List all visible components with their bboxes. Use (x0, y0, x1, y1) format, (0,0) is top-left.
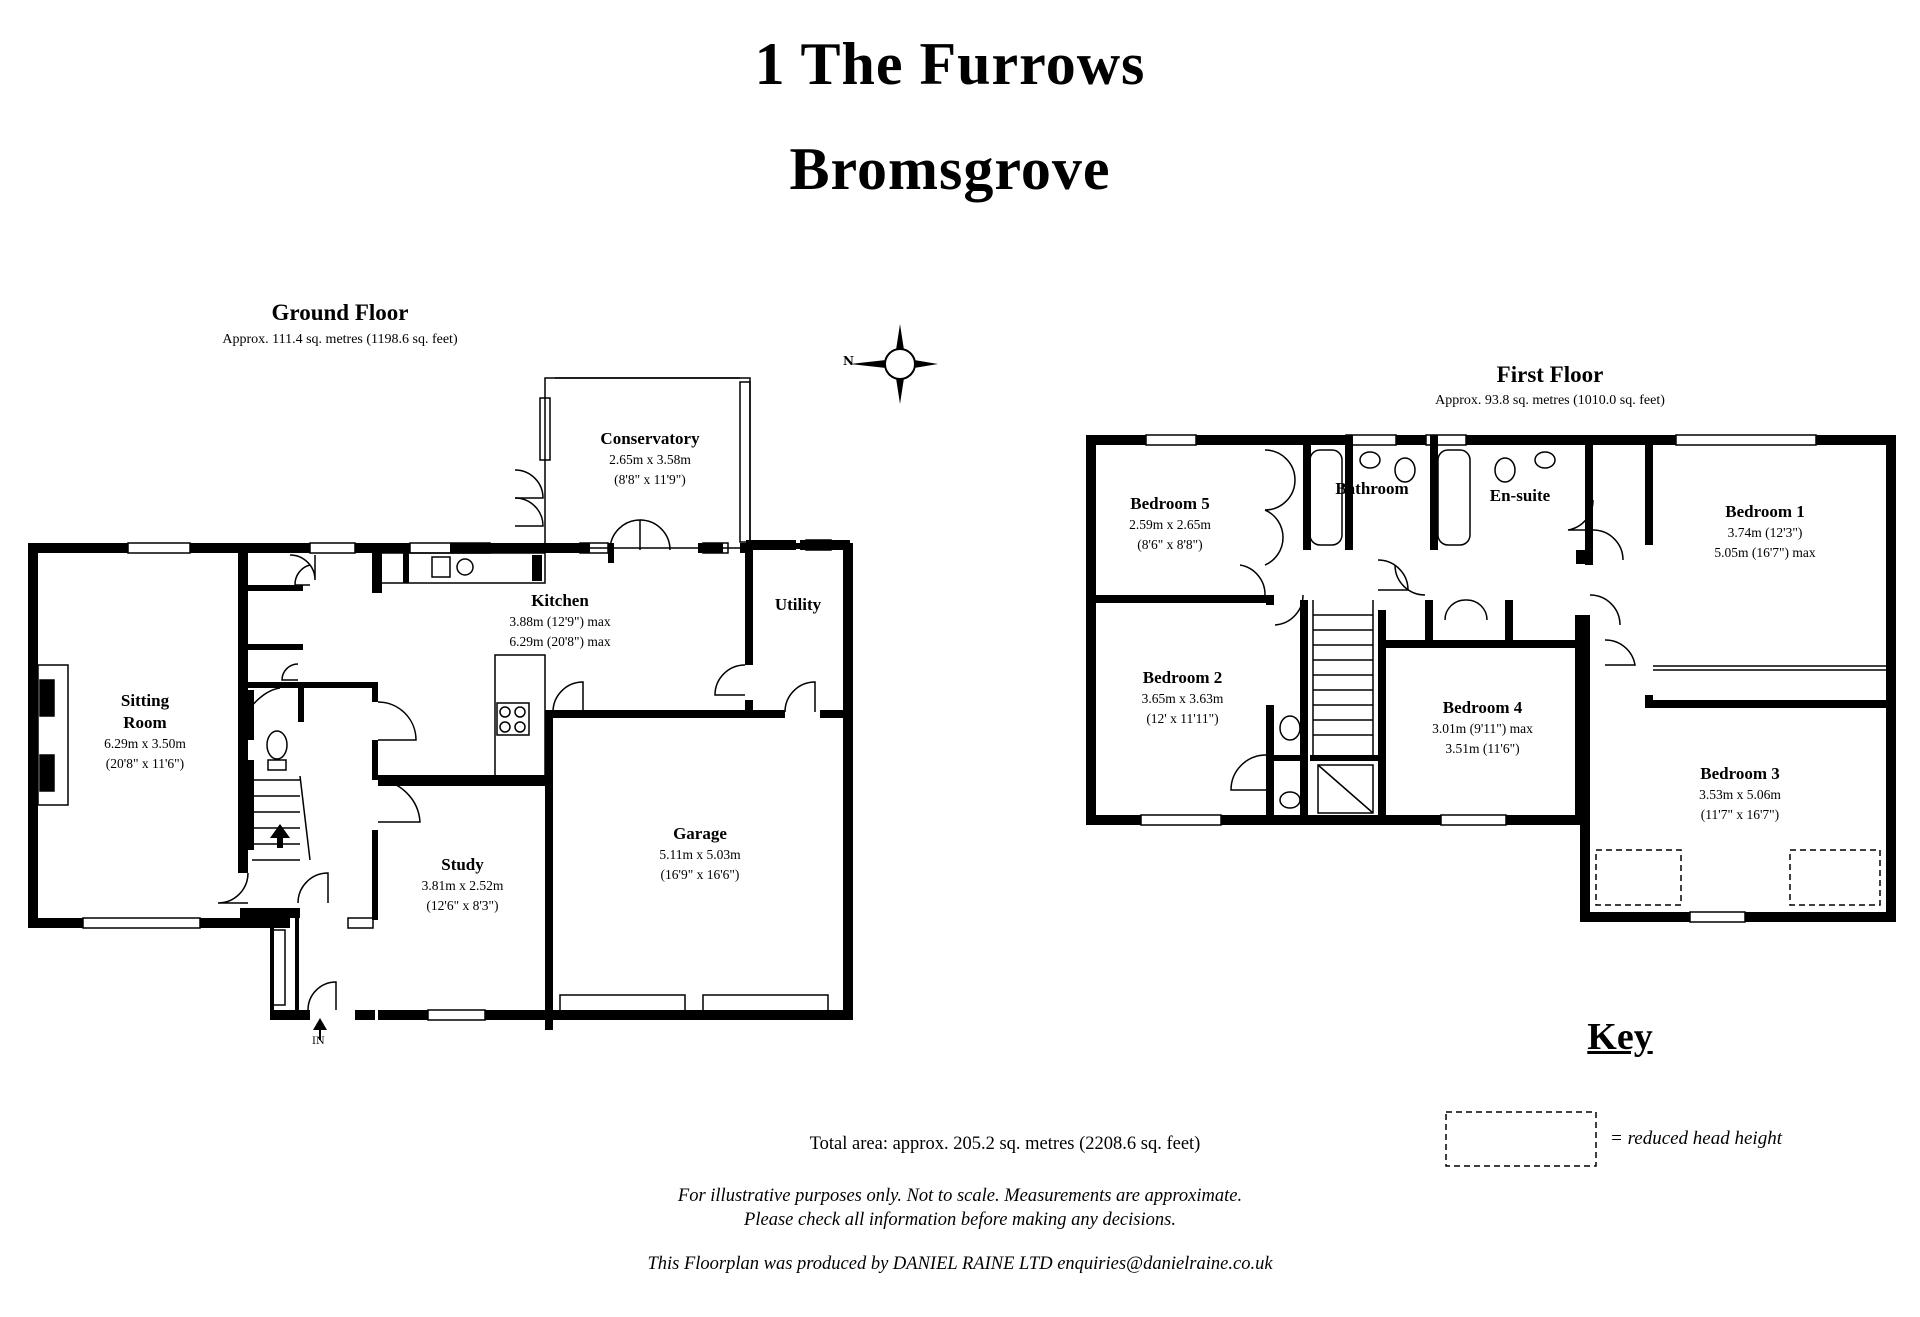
room-dimensions: (12'6" x 8'3") (426, 897, 499, 913)
compass-label: N (843, 354, 854, 368)
room-name: En-suite (1489, 486, 1551, 505)
room-sitting-room: Sitting Room 6.29m x 3.50m (20'8" x 11'6… (70, 690, 220, 773)
entrance-label: IN (312, 1036, 325, 1047)
entrance-arrow-icon (313, 1018, 327, 1040)
room-dimensions: 5.05m (16'7") max (1714, 544, 1816, 560)
ground-floor-plan (28, 540, 853, 1030)
first-floor-area: Approx. 93.8 sq. metres (1010.0 sq. feet… (1435, 393, 1665, 408)
ground-floor-area: Approx. 111.4 sq. metres (1198.6 sq. fee… (222, 332, 458, 347)
room-dimensions: 5.11m x 5.03m (659, 847, 741, 863)
room-name: Bathroom (1335, 479, 1409, 498)
room-name: Utility (774, 595, 822, 614)
room-bathroom: Bathroom (1322, 478, 1422, 500)
room-dimensions: 2.65m x 3.58m (609, 452, 691, 468)
room-dimensions: 3.53m x 5.06m (1699, 787, 1781, 803)
room-garage: Garage 5.11m x 5.03m (16'9" x 16'6") (615, 823, 785, 884)
room-dimensions: 3.51m (11'6") (1445, 740, 1520, 756)
room-dimensions: (12' x 11'11") (1146, 710, 1219, 726)
compass-icon (850, 324, 938, 404)
room-dimensions: 3.74m (12'3") (1727, 525, 1803, 541)
room-dimensions: 3.88m (12'9") max (509, 614, 611, 630)
room-bedroom-3: Bedroom 3 3.53m x 5.06m (11'7" x 16'7") (1660, 763, 1820, 824)
room-dimensions: (8'8" x 11'9") (614, 471, 686, 487)
first-floor-title: First Floor (1496, 362, 1604, 387)
room-conservatory: Conservatory 2.65m x 3.58m (8'8" x 11'9"… (570, 428, 730, 489)
disclaimer-line-1: For illustrative purposes only. Not to s… (677, 1186, 1243, 1206)
credit-line: This Floorplan was produced by DANIEL RA… (647, 1254, 1273, 1274)
room-name: Bedroom 3 (1700, 764, 1780, 783)
room-name: Bedroom 2 (1142, 668, 1223, 687)
page-subtitle: Bromsgrove (789, 136, 1111, 202)
first-floor-details (1140, 434, 1886, 923)
room-dimensions: 2.59m x 2.65m (1129, 517, 1211, 533)
room-kitchen: Kitchen 3.88m (12'9") max 6.29m (20'8") … (475, 590, 645, 651)
room-name: Bedroom 1 (1725, 502, 1805, 521)
room-name: Room (123, 713, 167, 733)
room-dimensions: 3.01m (9'11") max (1432, 721, 1533, 737)
room-bedroom-1: Bedroom 1 3.74m (12'3") 5.05m (16'7") ma… (1680, 501, 1850, 562)
room-dimensions: (8'6" x 8'8") (1137, 536, 1203, 552)
stair-arrow-icon (270, 824, 290, 848)
room-dimensions: 3.81m x 2.52m (421, 878, 504, 894)
room-dimensions: 3.65m x 3.63m (1141, 691, 1224, 707)
room-name: Conservatory (600, 429, 700, 448)
room-dimensions: (16'9" x 16'6") (660, 866, 740, 882)
room-name: Sitting (120, 691, 170, 710)
total-area: Total area: approx. 205.2 sq. metres (22… (809, 1134, 1201, 1154)
room-bedroom-2: Bedroom 2 3.65m x 3.63m (12' x 11'11") (1110, 667, 1255, 728)
ground-floor-title: Ground Floor (271, 300, 409, 325)
key-reduced-head-height: = reduced head height (1610, 1128, 1782, 1149)
room-utility: Utility (758, 594, 838, 616)
room-dimensions: 6.29m x 3.50m (104, 736, 186, 752)
first-floor-plan (1086, 435, 1896, 922)
room-dimensions: (20'8" x 11'6") (105, 755, 185, 771)
room-name: Kitchen (531, 591, 589, 610)
room-name: Bedroom 5 (1130, 494, 1210, 513)
key-dashed-box (1445, 1111, 1597, 1167)
room-dimensions: (11'7" x 16'7") (1700, 806, 1780, 822)
room-name: Garage (673, 824, 727, 843)
room-study: Study 3.81m x 2.52m (12'6" x 8'3") (385, 854, 540, 915)
room-name: Bedroom 4 (1442, 698, 1523, 717)
ground-floor-details (37, 377, 832, 1021)
room-ensuite: En-suite (1470, 485, 1570, 507)
room-name: Study (441, 855, 484, 874)
room-dimensions: 6.29m (20'8") max (509, 633, 611, 649)
disclaimer-line-2: Please check all information before maki… (744, 1210, 1176, 1230)
page-title: 1 The Furrows (754, 31, 1146, 97)
key-title: Key (1587, 1016, 1653, 1058)
room-bedroom-4: Bedroom 4 3.01m (9'11") max 3.51m (11'6"… (1400, 697, 1565, 758)
room-bedroom-5: Bedroom 5 2.59m x 2.65m (8'6" x 8'8") (1100, 493, 1240, 554)
